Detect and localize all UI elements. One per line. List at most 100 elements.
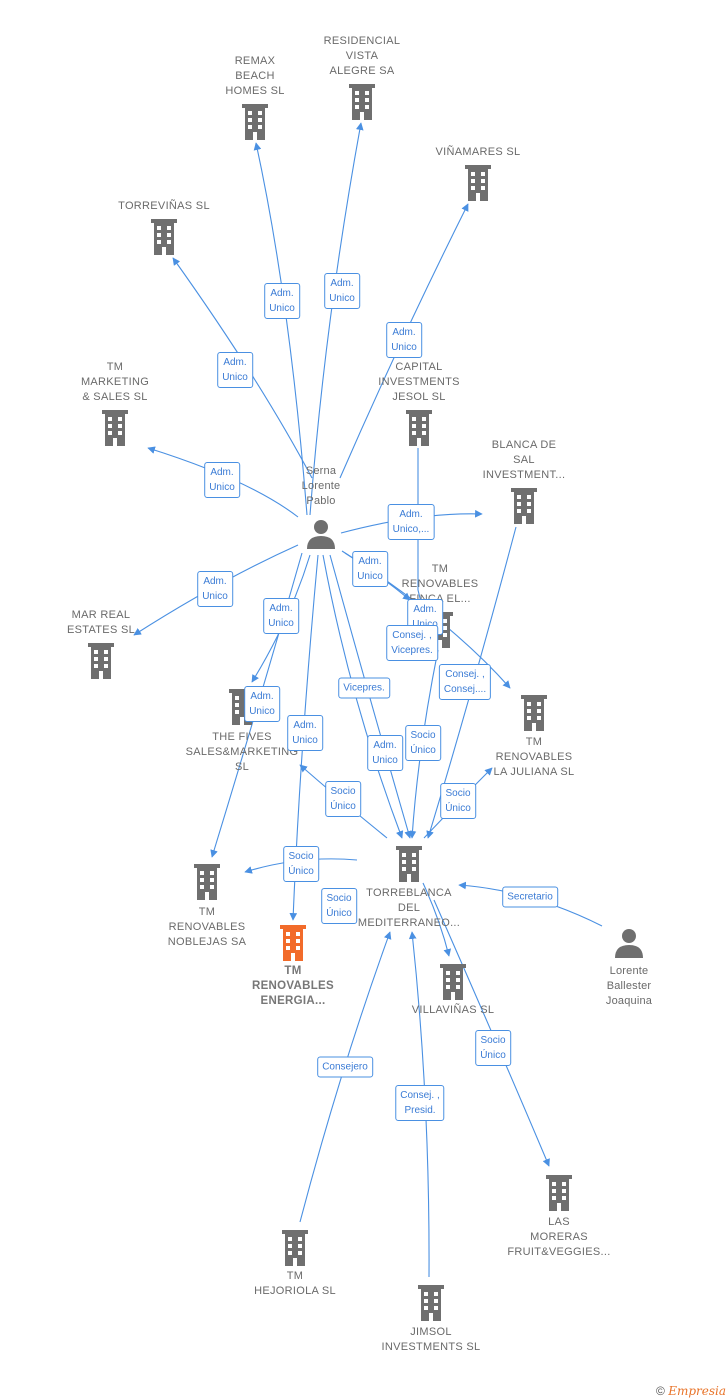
node-label-line: TM — [525, 736, 543, 748]
node-label-line: JIMSOL — [410, 1326, 452, 1338]
edge-label-line: Adm. — [392, 327, 416, 338]
edge-label-line: Secretario — [507, 891, 553, 903]
edge-label-line: Unico — [249, 706, 275, 717]
node-label-jimsol[interactable]: JIMSOL INVESTMENTS SL — [382, 1325, 481, 1355]
node-label-line: Pablo — [306, 495, 336, 507]
node-label-line: TM — [286, 1270, 304, 1282]
node-label-torrevinas[interactable]: TORREVIÑAS SL — [118, 199, 210, 214]
company-building-icon[interactable] — [242, 104, 268, 140]
edge-label-vinamares: Adm.Unico — [386, 322, 422, 358]
edge-label-line: Adm. — [269, 603, 293, 614]
node-label-line: VIÑAMARES SL — [435, 146, 521, 158]
company-building-icon[interactable] — [546, 1175, 572, 1211]
edge-label-line: Unico — [268, 618, 294, 629]
node-label-line: RESIDENCIAL — [323, 35, 401, 47]
node-label-line: RENOVABLES — [495, 751, 573, 763]
node-label-line: ENERGIA... — [260, 995, 326, 1007]
edge-label-line: Vicepres. — [391, 645, 433, 656]
edge-label-line: Unico — [372, 755, 398, 766]
node-label-line: RENOVABLES — [168, 921, 246, 933]
node-label-line: & SALES SL — [82, 391, 148, 403]
node-label-line: BLANCA DE — [491, 439, 557, 451]
node-label-line: ALEGRE SA — [329, 65, 395, 77]
node-label-line: HOMES SL — [225, 85, 285, 97]
edge-label-fives-b: Adm. Unico — [244, 686, 280, 722]
node-label-line: SL — [234, 761, 250, 773]
node-label-juliana[interactable]: TM RENOVABLES LA JULIANA SL — [494, 735, 575, 780]
edge-label-tm-marketing: Adm. Unico — [204, 462, 240, 498]
edge-label-line: Socio — [330, 786, 356, 797]
edge-label-line: Único — [326, 908, 352, 919]
node-label-villavinas[interactable]: VILLAVIÑAS SL — [412, 1003, 495, 1018]
node-label-line: MARKETING — [80, 376, 150, 388]
node-label-line: INVESTMENTS SL — [381, 1341, 481, 1353]
edge-label-line: Unico — [209, 482, 235, 493]
node-label-line: SALES&MARKETING — [185, 746, 299, 758]
edge-label-line: Socio — [288, 851, 314, 862]
focus-company-building-icon[interactable] — [280, 925, 306, 961]
edge-label-line: Consejero — [322, 1061, 368, 1073]
node-label-line: MORERAS — [530, 1231, 588, 1243]
edge-label-line: Unico — [412, 617, 438, 632]
node-label-line: SAL — [513, 454, 535, 466]
company-building-icon[interactable] — [88, 643, 114, 679]
edge-label-line: Consej. , — [445, 669, 485, 680]
company-building-icon[interactable] — [440, 964, 466, 1000]
node-label-line: MAR REAL — [71, 609, 131, 621]
person-icon[interactable] — [615, 929, 643, 958]
person-icon[interactable] — [307, 520, 335, 549]
company-building-icon[interactable] — [396, 846, 422, 882]
copyright-symbol: © — [656, 1384, 665, 1398]
edge-label-line: Único — [410, 745, 436, 756]
company-building-icon[interactable] — [349, 84, 375, 120]
company-building-icon[interactable] — [465, 165, 491, 201]
edge-label-line: Consej. , — [400, 1090, 440, 1101]
node-label-line: Ballester — [606, 980, 652, 992]
edge-label-line: Adm. — [250, 691, 274, 702]
empresia-logo[interactable]: Empresia — [668, 1384, 726, 1398]
node-label-line: LA JULIANA SL — [493, 766, 575, 778]
node-label-line: Lorente — [609, 965, 649, 977]
node-label-vinamares[interactable]: VIÑAMARES SL — [436, 145, 521, 160]
company-building-icon[interactable] — [511, 488, 537, 524]
edge-label-line: Adm. — [373, 740, 397, 751]
edge-label-vicepres: Vicepres. — [338, 677, 390, 699]
edge-label-torreblanca-adm: Adm. Unico — [367, 735, 403, 771]
edge-label-line: Adm. — [399, 509, 423, 520]
edge-label-line: Socio — [410, 730, 436, 741]
edge-label-line: Socio — [326, 893, 352, 904]
company-building-icon[interactable] — [194, 864, 220, 900]
company-building-icon[interactable] — [521, 695, 547, 731]
edge-label-line: Único — [445, 803, 471, 814]
edge-line — [253, 142, 308, 516]
company-building-icon[interactable] — [282, 1230, 308, 1266]
edge-label-line: Presid. — [404, 1105, 436, 1116]
company-building-icon[interactable] — [102, 410, 128, 446]
edge-label-line: Adm. — [223, 357, 247, 368]
company-building-icon[interactable] — [151, 219, 177, 255]
edge-label-line: Unico — [222, 372, 248, 383]
node-label-line: TM — [198, 906, 216, 918]
edge-label-line: Único — [330, 801, 356, 812]
company-building-icon[interactable] — [418, 1285, 444, 1321]
edge-label-line: Adm. — [210, 467, 234, 478]
node-label-line: Serna — [305, 465, 337, 477]
company-building-icon[interactable] — [406, 410, 432, 446]
